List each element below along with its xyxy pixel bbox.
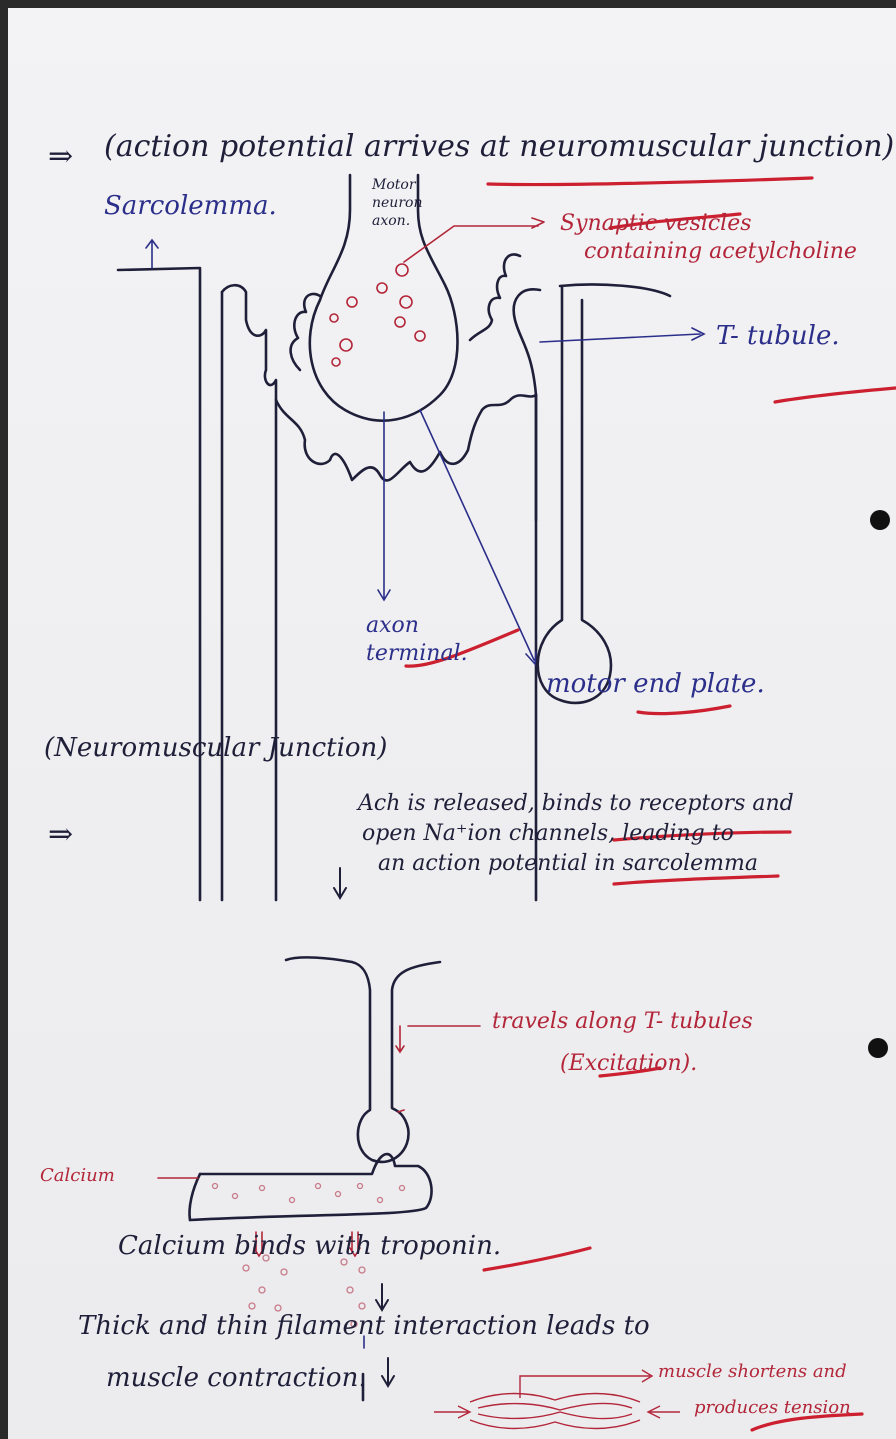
arrow-marker-2: ⇒ (48, 818, 73, 851)
label-produces-tension: produces tension (694, 1398, 851, 1418)
label-muscle-shortens: muscle shortens and (658, 1362, 847, 1382)
label-travels-t-tubules: travels along T- tubules (492, 1010, 753, 1034)
label-containing-acetylcholine: containing acetylcholine (584, 240, 857, 264)
label-neuron: neuron (372, 196, 422, 211)
ach-line-1: Ach is released, binds to receptors and (358, 792, 794, 816)
page-heading: (action potential arrives at neuromuscul… (104, 130, 896, 163)
label-axon-terminal-2: terminal. (366, 642, 468, 666)
label-excitation: (Excitation). (560, 1052, 697, 1076)
label-sarcolemma: Sarcolemma. (104, 192, 277, 221)
label-axon: axon. (372, 214, 410, 229)
label-synaptic-vesicles: Synaptic vesicles (560, 212, 752, 236)
label-motor-end-plate: motor end plate. (546, 670, 765, 699)
label-axon-terminal-1: axon (366, 614, 419, 638)
ach-line-3: an action potential in sarcolemma (378, 852, 758, 876)
section-title: (Neuromuscular Junction) (44, 734, 387, 763)
ach-line-2: open Na⁺ion channels, leading to (362, 822, 734, 846)
calcium-binds-troponin: Calcium binds with troponin. (118, 1232, 501, 1261)
contraction-line-1: Thick and thin filament interaction lead… (78, 1312, 650, 1341)
label-t-tubule: T- tubule. (716, 322, 840, 351)
label-motor: Motor (372, 178, 416, 193)
label-calcium: Calcium (40, 1166, 115, 1186)
arrow-marker: ⇒ (48, 140, 73, 173)
contraction-line-2: muscle contraction. (106, 1364, 367, 1393)
